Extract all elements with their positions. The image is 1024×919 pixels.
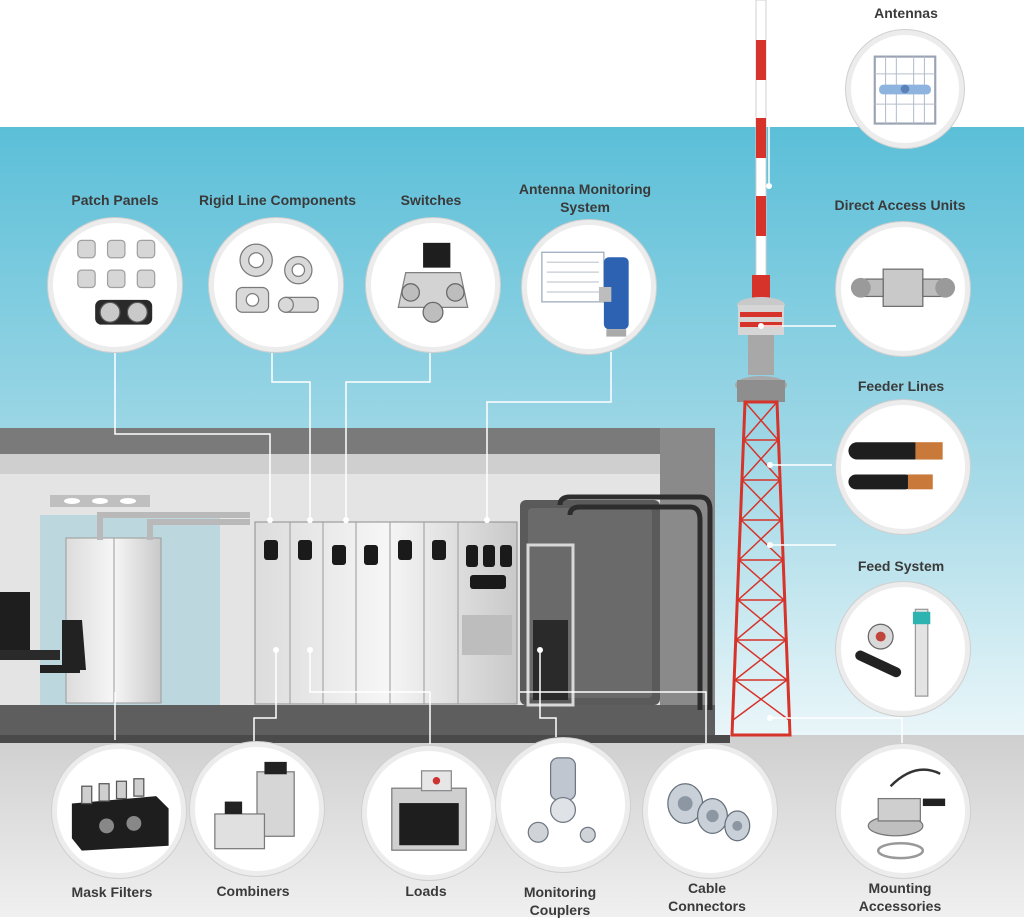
mc-label-line1: Monitoring bbox=[523, 884, 597, 900]
antenna-monitoring-system-label: Antenna Monitoring System bbox=[505, 180, 665, 216]
rigid-line-components-label: Rigid Line Components bbox=[198, 192, 357, 208]
monitoring-couplers-image bbox=[496, 738, 630, 872]
antennas-image bbox=[846, 30, 964, 148]
connector-lines bbox=[114, 124, 903, 748]
ma-label-line1: Mounting bbox=[868, 880, 932, 896]
rigid-line-components-image bbox=[209, 218, 343, 352]
switches-label: Switches bbox=[400, 192, 462, 208]
patch-panels-label: Patch Panels bbox=[71, 192, 159, 208]
antenna-monitoring-system-image bbox=[522, 220, 656, 354]
cable-connectors-label: Cable Connectors bbox=[647, 879, 767, 915]
building bbox=[0, 428, 730, 743]
feed-system-image bbox=[836, 582, 970, 716]
patch-panels-image bbox=[48, 218, 182, 352]
direct-access-units-label: Direct Access Units bbox=[834, 197, 966, 213]
direct-access-units-image bbox=[836, 222, 970, 356]
cc-label-line1: Cable bbox=[687, 880, 727, 896]
feed-system-label: Feed System bbox=[857, 558, 945, 574]
mask-filters-image bbox=[52, 744, 186, 878]
feeder-lines-label: Feeder Lines bbox=[857, 378, 945, 394]
cable-connectors-image bbox=[643, 744, 777, 878]
tv-tower bbox=[730, 0, 792, 737]
loads-image bbox=[362, 746, 496, 880]
mc-label-line2: Couplers bbox=[529, 902, 591, 918]
mounting-accessories-label: Mounting Accessories bbox=[840, 879, 960, 915]
combiners-label: Combiners bbox=[216, 883, 290, 899]
feeder-lines-image bbox=[836, 400, 970, 534]
switches-image bbox=[366, 218, 500, 352]
mask-filters-label: Mask Filters bbox=[71, 884, 153, 900]
cc-label-line2: Connectors bbox=[668, 898, 746, 914]
ams-label-line1: Antenna Monitoring bbox=[518, 181, 652, 197]
mounting-accessories-image bbox=[836, 744, 970, 878]
combiners-image bbox=[190, 742, 324, 876]
antennas-label: Antennas bbox=[874, 5, 938, 21]
ams-label-line2: System bbox=[560, 199, 610, 215]
monitoring-couplers-label: Monitoring Couplers bbox=[500, 883, 620, 919]
loads-label: Loads bbox=[405, 883, 447, 899]
ma-label-line2: Accessories bbox=[858, 898, 942, 914]
